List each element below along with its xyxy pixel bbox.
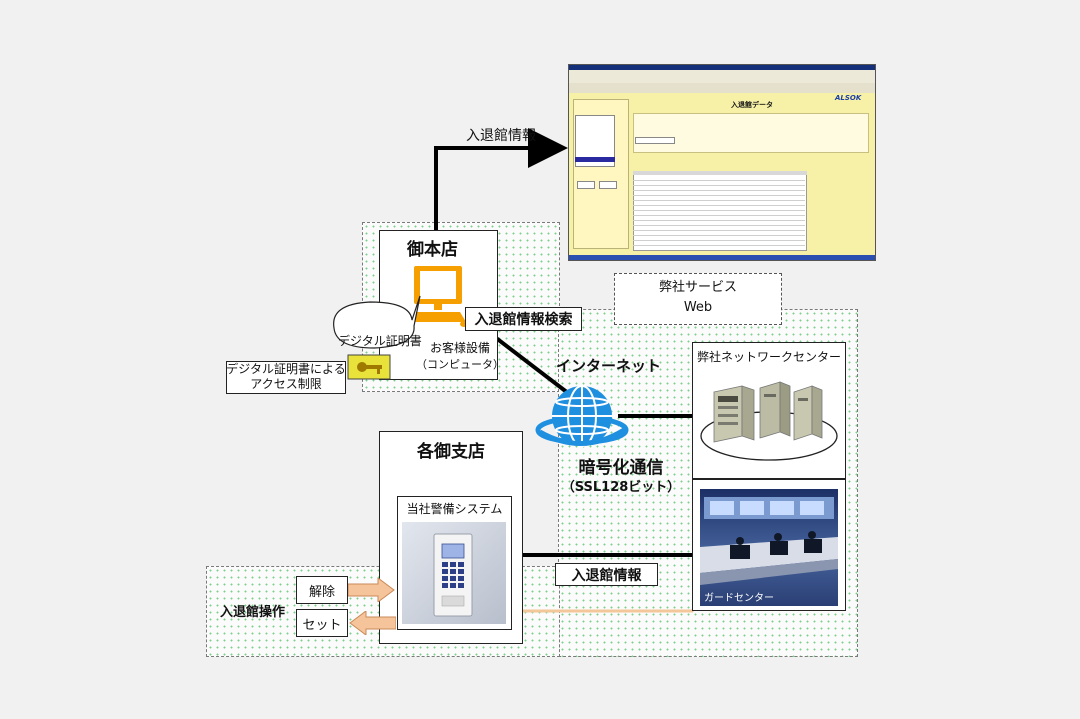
security-system-title: 当社警備システム [406,502,503,516]
computer-label-line1: お客様設備 [429,341,490,355]
network-center-title: 弊社ネットワークセンター [696,350,841,364]
set-arrow-icon [349,611,396,635]
operations-title: 入退館操作 [220,605,286,620]
link-to-screenshot-line [434,128,568,230]
computer-label-line2: （コンピュータ） [416,358,504,371]
bottom-link-label: 入退館情報 [555,563,658,586]
service-title-line1: 弊社サービス [658,280,737,295]
certificate-access-line2: アクセス制限 [250,377,322,391]
certificate-access-box [226,361,346,394]
encryption-line1: 暗号化通信 [578,458,664,478]
service-box [614,273,782,325]
screenshot-heading: 入退館データ [731,101,773,109]
speech-bubble-icon [333,295,421,349]
head-office-title: 御本店 [407,240,458,260]
globe-icon [535,385,629,447]
branch-title: 各御支店 [417,442,485,462]
search-label: 入退館情報検索 [465,307,582,331]
certificate-access-line1: デジタル証明書による [226,362,346,376]
service-title-line2: Web [683,300,713,315]
service-screenshot: ALSOK 入退館データ [568,64,876,261]
peach-link-line [512,595,707,613]
guard-center-label: ガードセンター [704,593,774,604]
certificate-key-icon [347,354,391,380]
release-label: 解除 [296,576,348,604]
computer-icon [410,266,468,327]
server-icon [700,381,838,461]
certificate-bubble-label: デジタル証明書 [338,334,422,348]
security-panel-icon [402,522,506,624]
guard-center-photo [700,489,838,606]
set-label: セット [296,609,348,637]
encryption-line2: （SSL128ビット） [561,480,681,495]
top-link-label: 入退館情報 [466,128,536,144]
screenshot-brand: ALSOK [835,94,862,102]
internet-label: インターネット [556,357,662,375]
release-arrow-icon [348,578,395,602]
